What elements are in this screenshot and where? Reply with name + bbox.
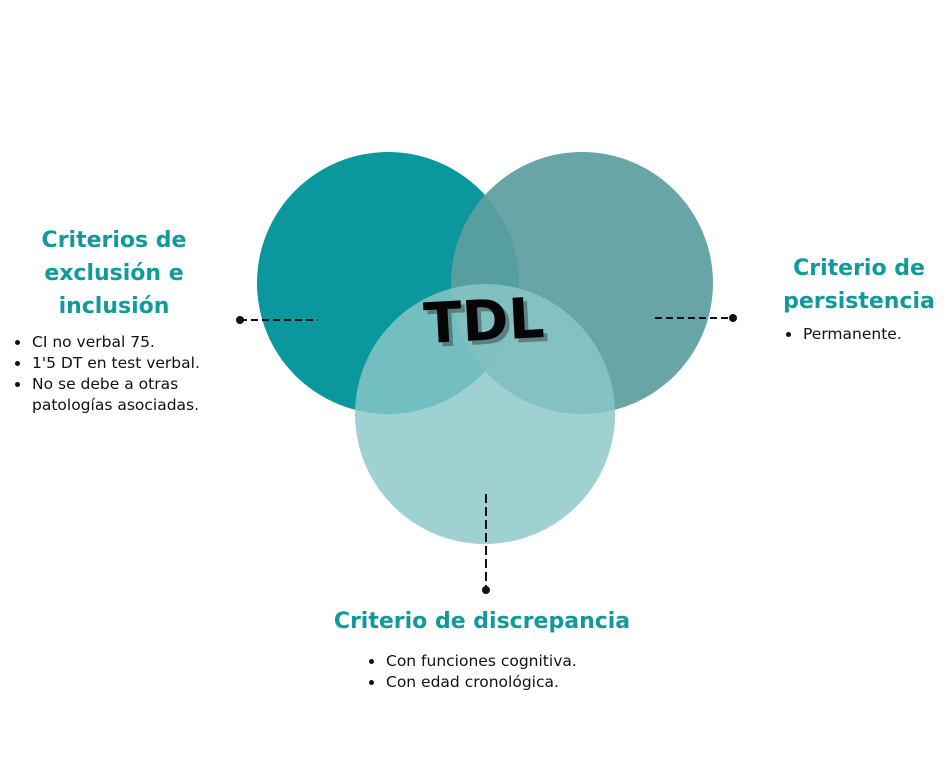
connector-right-dot bbox=[729, 314, 737, 322]
discrepancy-list: Con funciones cognitiva. Con edad cronol… bbox=[366, 651, 626, 693]
list-item: 1'5 DT en test verbal. bbox=[12, 353, 237, 374]
heading-line: persistencia bbox=[783, 289, 935, 314]
center-label: TDL bbox=[422, 286, 546, 357]
heading-line: Criterios de bbox=[41, 228, 187, 253]
persistence-list: Permanente. bbox=[783, 324, 943, 345]
discrepancy-heading: Criterio de discrepancia bbox=[300, 605, 664, 638]
heading-line: Criterio de discrepancia bbox=[333, 609, 631, 634]
center-label-shadow: TDL bbox=[426, 290, 550, 361]
list-item: Con funciones cognitiva. bbox=[366, 651, 626, 672]
list-item: CI no verbal 75. bbox=[12, 332, 237, 353]
list-item: No se debe a otras patologías asociadas. bbox=[12, 374, 237, 416]
circle-discrepancy bbox=[355, 284, 615, 544]
list-item: Con edad cronológica. bbox=[366, 672, 626, 693]
heading-line: Criterio de bbox=[793, 256, 925, 281]
connector-bottom-dot bbox=[482, 586, 490, 594]
connector-left-dot bbox=[236, 316, 244, 324]
exclusion-inclusion-heading: Criterios de exclusión e inclusión bbox=[22, 224, 206, 323]
heading-line: inclusión bbox=[58, 294, 170, 319]
list-item: Permanente. bbox=[783, 324, 943, 345]
exclusion-inclusion-list: CI no verbal 75. 1'5 DT en test verbal. … bbox=[12, 332, 237, 416]
heading-line: exclusión e bbox=[44, 261, 184, 286]
persistence-heading: Criterio de persistencia bbox=[779, 252, 939, 318]
